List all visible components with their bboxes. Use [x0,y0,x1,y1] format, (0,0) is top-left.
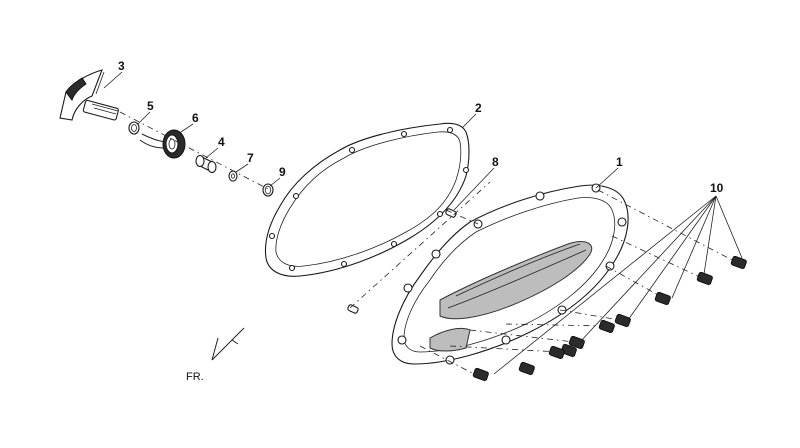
bolt [560,343,577,358]
bolt [730,255,747,270]
callout-2: 2 [475,101,482,115]
callout-9: 9 [279,165,286,179]
part-7-washer [228,170,238,182]
part-10-bolts [472,255,747,382]
assembly-axis-lines [119,111,737,375]
bolt [568,335,585,350]
bolt [696,271,713,286]
callout-4: 4 [218,135,225,149]
callout-1: 1 [616,155,623,169]
callout-6: 6 [192,111,199,125]
callout-5: 5 [147,99,154,113]
callout-3: 3 [118,59,125,73]
part-2-cover-gasket [264,122,470,277]
part-1-crankcase-cover [391,183,629,365]
bolt [548,345,565,360]
front-arrow-icon [211,339,239,361]
part-8-dowel-pins [347,208,457,314]
front-direction-indicator: FR. [186,327,245,383]
front-label: FR. [186,371,204,383]
leader-lines [103,71,743,375]
part-5-o-ring [128,121,140,135]
part-3-kick-gear-sector [59,69,119,121]
bolt [614,313,631,328]
bolt [472,367,489,382]
callout-10: 10 [710,181,724,195]
bolt [598,319,615,334]
callout-labels: 3 5 6 4 7 9 2 8 1 10 [118,59,724,195]
bolt [518,361,535,376]
bolt [654,291,671,306]
callout-7: 7 [247,151,254,165]
part-6-oil-seal [162,129,186,159]
callout-8: 8 [492,155,499,169]
part-4-bushing [195,154,217,174]
part-9-circlip [262,183,274,197]
